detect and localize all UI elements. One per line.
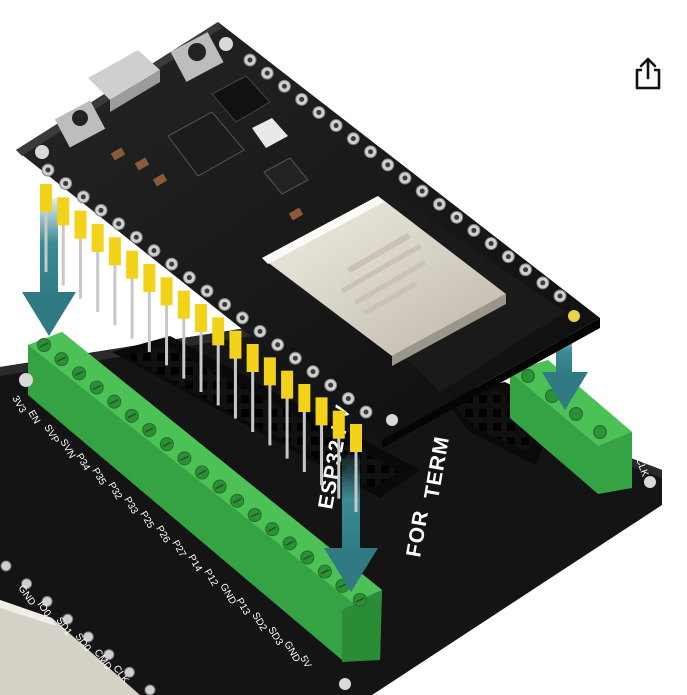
- pad: [82, 631, 94, 643]
- terminal-screws-left: [37, 338, 367, 607]
- share-icon: [635, 57, 661, 90]
- terminal-screw: [521, 369, 535, 383]
- breakout-board: 3V3ENSVPSVNP34P35P32P33P25P26P27P14P12GN…: [0, 298, 662, 695]
- pad: [0, 560, 12, 572]
- header-pins: [40, 184, 362, 512]
- esp32-dev-board: [16, 22, 600, 448]
- pad: [123, 666, 135, 678]
- pad-row-back: [243, 53, 567, 303]
- share-button[interactable]: [624, 50, 672, 98]
- pad: [144, 684, 156, 695]
- terminal-screw: [569, 407, 583, 421]
- pad: [21, 578, 33, 590]
- esp32-wroom-module: [246, 186, 565, 392]
- pad: [103, 649, 115, 661]
- terminal-block-right: [510, 360, 632, 494]
- pad: [62, 613, 74, 625]
- pad-row-front: [41, 163, 373, 419]
- pad: [41, 595, 53, 607]
- terminal-screw: [593, 425, 607, 439]
- pin-label: 5V: [297, 654, 313, 670]
- boot-button: [170, 32, 224, 82]
- micro-usb-port: [88, 50, 160, 112]
- reset-button: [54, 100, 106, 148]
